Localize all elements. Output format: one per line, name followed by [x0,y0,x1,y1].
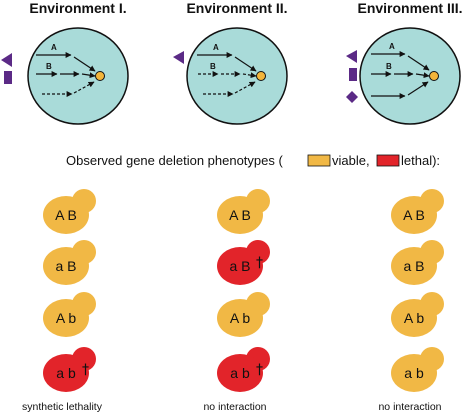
legend-prefix: Observed gene deletion phenotypes ( [66,153,283,168]
yeast-body [217,354,263,392]
environment-3-cell: A B [346,27,461,125]
legend-lethal-label: lethal): [401,153,440,168]
environment-3-title: Environment III. [357,0,462,16]
genotype-label: A B [403,207,425,223]
environment-1-cell: A B [1,27,129,125]
genotype-label: a B [403,258,424,274]
lethal-dagger-icon: † [256,362,263,378]
yeast-cell-viable: A B [217,189,270,234]
legend-viable-label: viable, [332,153,370,168]
yeast-cell-viable: A b [217,292,270,337]
diamond-input-icon [346,91,358,103]
yeast-body [43,354,89,392]
lethal-swatch [376,154,400,167]
target-node-icon [429,71,439,81]
environment-2-cell: A B [173,27,288,125]
lethal-dagger-icon: † [256,255,263,271]
pathway-b-label: B [46,62,52,71]
viable-swatch [307,154,331,167]
yeast-cell-viable: A b [43,292,96,337]
yeast-body [43,247,89,285]
yeast-cell-viable: a B [43,240,96,285]
yeast-body [217,299,263,337]
target-node-icon [256,71,266,81]
phenotype-grid: A B a B A b a b † A B a B † A b a b † A B a B A b a b [43,189,444,392]
phenotype-legend: Observed gene deletion phenotypes ( viab… [66,153,440,168]
genotype-label: A b [56,310,76,326]
environment-1-title: Environment I. [29,0,126,16]
genotype-label: a b [404,365,424,381]
genotype-label: A b [230,310,250,326]
genotype-label: a B [229,258,250,274]
yeast-body [217,247,263,285]
genotype-label: a b [56,365,76,381]
column-1-caption: synthetic lethality [22,401,103,413]
yeast-cell-viable: A b [391,292,444,337]
environment-2-title: Environment II. [186,0,287,16]
yeast-cell-viable: A B [43,189,96,234]
genotype-label: a b [230,365,250,381]
yeast-cell-lethal: a b † [217,347,270,392]
square-input-icon [349,68,357,81]
yeast-body [391,196,437,234]
yeast-cell-viable: a B [391,240,444,285]
yeast-body [391,247,437,285]
square-input-icon [4,71,12,84]
genotype-label: A B [229,207,251,223]
column-3-caption: no interaction [378,401,441,413]
genotype-label: A b [404,310,424,326]
yeast-cell-viable: A B [391,189,444,234]
yeast-body [43,299,89,337]
yeast-cell-lethal: a B † [217,240,270,285]
genotype-label: a B [55,258,76,274]
target-node-icon [95,71,105,81]
yeast-body [217,196,263,234]
pathway-a-label: A [51,43,57,52]
yeast-body [391,299,437,337]
yeast-body [391,354,437,392]
yeast-cell-viable: a b [391,347,444,392]
pathway-a-label: A [213,43,219,52]
lethal-dagger-icon: † [82,362,89,378]
yeast-cell-lethal: a b † [43,347,96,392]
triangle-input-icon [173,51,184,64]
genotype-label: A B [55,207,77,223]
triangle-input-icon [346,50,357,63]
pathway-b-label: B [210,62,216,71]
pathway-b-label: B [386,62,392,71]
triangle-input-icon [1,53,12,67]
pathway-a-label: A [389,42,395,51]
column-2-caption: no interaction [203,401,266,413]
yeast-body [43,196,89,234]
